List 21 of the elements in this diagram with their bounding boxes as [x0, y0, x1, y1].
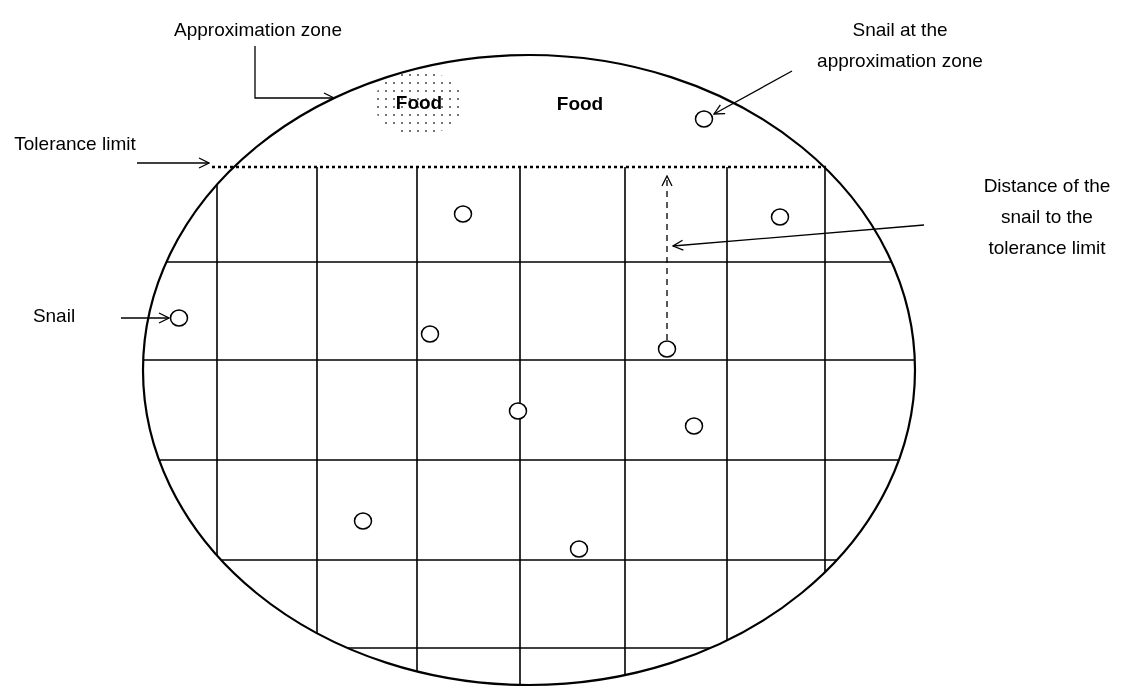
snail-marker: [684, 417, 704, 435]
leader-arrow: [120, 312, 170, 324]
callout-text: Approximation zone: [118, 14, 398, 45]
leader-arrow: [254, 45, 335, 104]
snail-marker: [453, 205, 473, 223]
callout-text: Snail at the approximation zone: [800, 14, 1000, 76]
callout-text: Distance of the snail to the tolerance limit: [972, 170, 1122, 263]
snail-marker: [169, 309, 189, 327]
snail-marker: [420, 325, 440, 343]
leader-arrow: [713, 70, 793, 115]
snail-marker: [694, 110, 714, 128]
snail-marker: [569, 540, 589, 558]
callout-text: Tolerance limit: [0, 128, 150, 159]
snail-marker: [657, 340, 677, 358]
leader-arrow: [136, 157, 210, 169]
snail-marker: [770, 208, 790, 226]
snail-marker: [353, 512, 373, 530]
snail-marker: [508, 402, 528, 420]
food-label: Food: [555, 92, 605, 116]
callout-text: Snail: [14, 300, 94, 331]
leader-arrow: [672, 224, 925, 251]
